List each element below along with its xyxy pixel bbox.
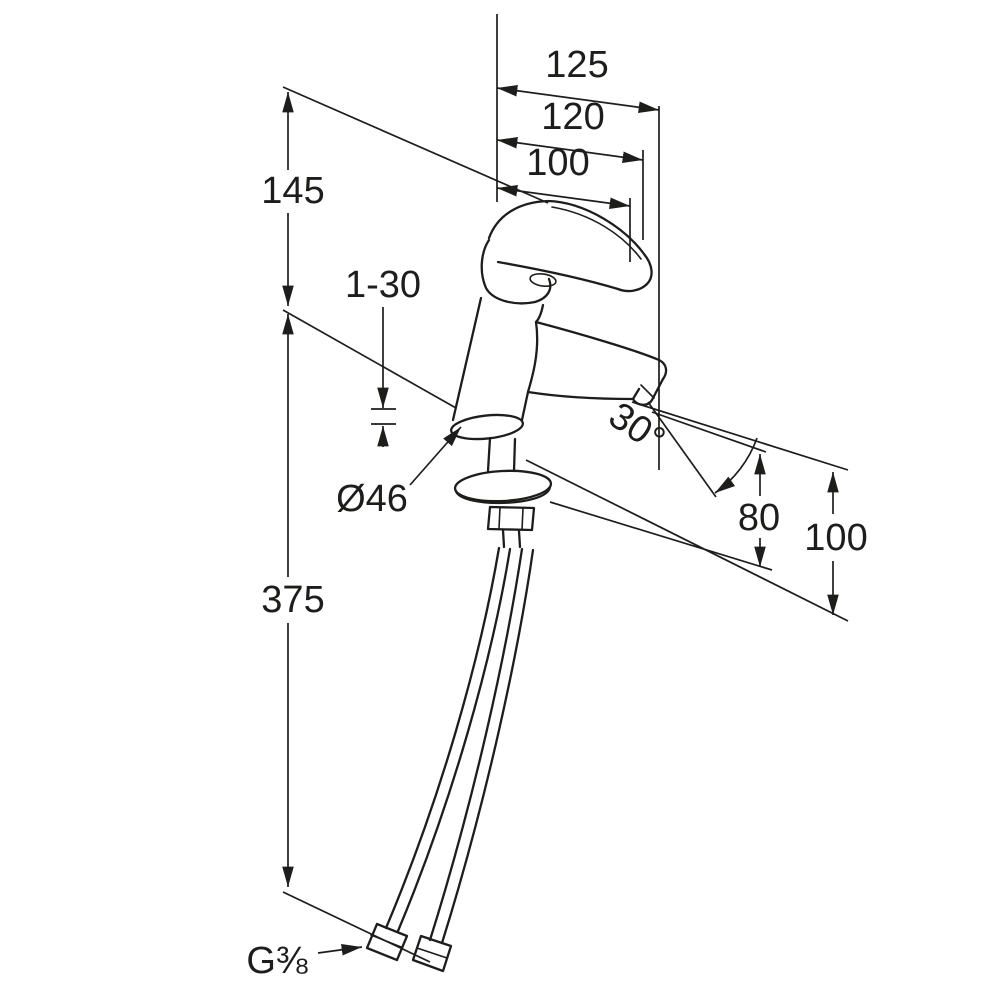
aerator-line (640, 384, 655, 399)
dim-thread: G⅜ (246, 940, 363, 982)
escutcheon-rim (454, 485, 552, 505)
handle-lever (487, 199, 653, 293)
dim-spout-angle: 30° (601, 395, 758, 498)
dim-clamp-range-label: 1-30 (345, 264, 421, 306)
hose-2-inner (440, 548, 535, 945)
dim-width-top-line (496, 85, 660, 113)
dim-thread-label: G⅜ (246, 940, 308, 982)
hose-2-nut-line (416, 947, 448, 959)
body-base-ellipse (450, 413, 524, 441)
oblique-outlet-plane (631, 401, 849, 471)
dim-thread-leader (317, 944, 363, 956)
handle-hole (529, 272, 557, 288)
oblique-counter-plane (549, 501, 773, 571)
body-left-edge (451, 296, 483, 422)
dim-width-handle-label: 100 (526, 142, 589, 184)
dim-diameter-leader (409, 426, 462, 486)
escutcheon-top (453, 469, 553, 503)
oblique-mounting-left (282, 309, 457, 409)
spout-top-edge (534, 320, 668, 381)
tailpiece-left (501, 528, 506, 549)
hose-2-nut (411, 934, 453, 973)
dim-width-mid-line (496, 137, 644, 163)
shank-left (486, 436, 492, 473)
dim-clamp-range: 1-30 (345, 264, 421, 447)
dim-width-handle-line (496, 185, 631, 209)
dim-100r-label: 100 (804, 517, 867, 559)
dim-angle-arc (714, 437, 758, 494)
dim-spout-height: 80 (738, 454, 780, 567)
dim-diameter-label: Ø46 (336, 478, 408, 520)
dim-body-diameter: Ø46 (336, 426, 462, 520)
oblique-aerator-plane (651, 411, 767, 453)
dim-angle-ray (647, 401, 717, 498)
handle-lever-inner-line (551, 206, 642, 260)
tailpiece-right (517, 529, 522, 549)
dim-width-mid-label: 120 (541, 96, 604, 138)
dim-width-handle: 100 (496, 142, 631, 209)
hose-1-outer (384, 546, 501, 930)
nut-facet-line-1 (498, 506, 501, 530)
mounting-nut (486, 505, 536, 532)
dimension-lines: 125 120 100 145 375 1-30 (246, 14, 868, 982)
dim-375-label: 375 (261, 579, 324, 621)
hose-2-outer (428, 547, 524, 942)
shank-right (512, 437, 517, 473)
handle-cap (480, 238, 552, 305)
oblique-mounting-right (525, 459, 849, 622)
oblique-top-plane (282, 86, 549, 204)
oblique-bottom-plane (282, 891, 431, 963)
dim-80-label: 80 (738, 497, 780, 539)
dim-outlet-height: 100 (804, 472, 868, 615)
nut-facet-line-2 (521, 507, 524, 531)
spout-underside (526, 390, 635, 401)
dim-width-top: 125 (496, 44, 660, 113)
dim-width-mid: 120 (496, 96, 644, 163)
hose-1-nut (365, 922, 409, 962)
dim-height-above-counter: 145 (261, 92, 325, 306)
faucet-outline (365, 199, 668, 973)
hose-1-inner (396, 547, 512, 933)
dim-145-label: 145 (261, 170, 324, 212)
dim-width-top-label: 125 (545, 44, 608, 86)
dim-hose-length: 375 (261, 314, 325, 887)
dim-angle-label: 30° (601, 395, 672, 462)
